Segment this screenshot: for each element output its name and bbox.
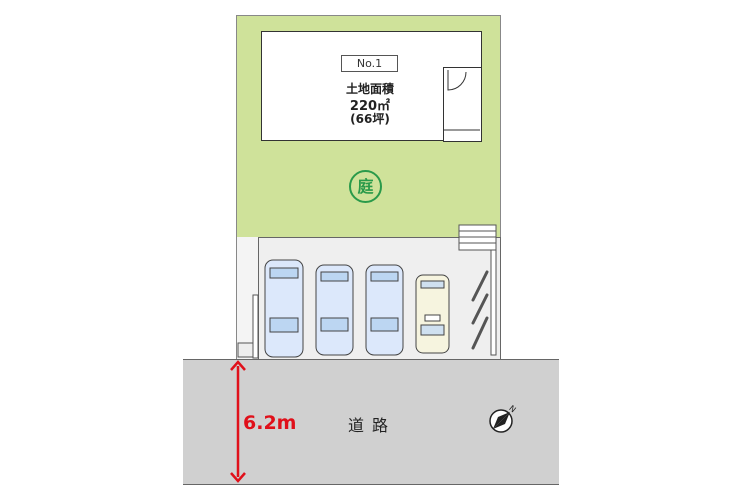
road-label: 道路 bbox=[348, 416, 397, 435]
area-label: 土地面積 bbox=[345, 82, 394, 96]
bicycle-icon bbox=[471, 270, 489, 350]
car-icon bbox=[365, 264, 404, 356]
fence-left bbox=[252, 294, 259, 359]
stairs-icon bbox=[458, 224, 497, 251]
car-icon bbox=[315, 264, 354, 356]
fence bbox=[490, 249, 497, 356]
area-value: 220㎡ bbox=[349, 99, 391, 114]
door-icon bbox=[444, 70, 480, 131]
garden-label: 庭 bbox=[349, 170, 382, 203]
dimension-arrow bbox=[230, 360, 246, 483]
meter-box bbox=[237, 342, 254, 358]
compact-car-icon bbox=[415, 274, 450, 354]
entrance bbox=[443, 67, 482, 142]
car-icon bbox=[264, 259, 304, 358]
compass-north-label: N bbox=[507, 404, 517, 415]
area-tsubo: (66坪) bbox=[350, 112, 390, 126]
road-width: 6.2m bbox=[243, 412, 297, 434]
compass-icon bbox=[489, 409, 513, 433]
lot-number: No.1 bbox=[341, 55, 398, 72]
